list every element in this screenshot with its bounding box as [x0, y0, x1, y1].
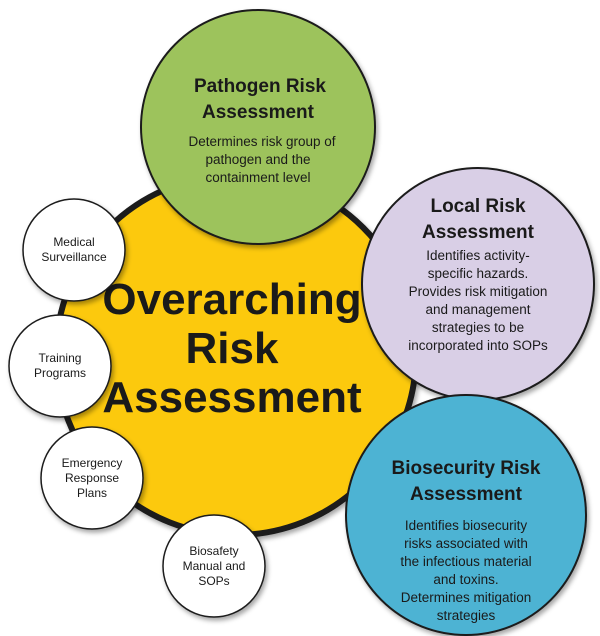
- medical-line-2: Surveillance: [41, 250, 107, 264]
- local-body: Identifies activity- specific hazards. P…: [408, 248, 548, 353]
- center-line-3: Assessment: [102, 373, 362, 422]
- bio-body-1: Identifies biosecurity: [405, 518, 528, 533]
- emergency-line-3: Plans: [77, 486, 107, 500]
- pathogen-body-1: Determines risk group of: [188, 134, 335, 149]
- emergency-line-2: Response: [65, 471, 119, 485]
- local-body-3: Provides risk mitigation: [409, 284, 548, 299]
- training-line-2: Programs: [34, 366, 86, 380]
- biosecurity-risk-assessment-circle: Biosecurity Risk Assessment Identifies b…: [345, 394, 587, 636]
- training-line-1: Training: [39, 351, 82, 365]
- biosafety-line-2: Manual and: [183, 559, 246, 573]
- bio-body-3: the infectious material: [400, 554, 531, 569]
- pathogen-body-2: pathogen and the: [205, 152, 310, 167]
- local-body-2: specific hazards.: [428, 266, 529, 281]
- bio-body-5: Determines mitigation: [401, 590, 532, 605]
- biosafety-manual-circle: Biosafety Manual and SOPs: [162, 514, 266, 618]
- bio-body-4: and toxins.: [433, 572, 498, 587]
- bio-title-2: Assessment: [410, 484, 523, 505]
- training-programs-circle: Training Programs: [8, 314, 112, 418]
- pathogen-title-2: Assessment: [202, 102, 315, 123]
- local-title-1: Local Risk: [430, 196, 525, 217]
- local-title-2: Assessment: [422, 222, 535, 243]
- bio-body-6: strategies: [437, 608, 496, 623]
- center-line-1: Overarching: [102, 275, 361, 324]
- pathogen-body-3: containment level: [205, 170, 310, 185]
- center-line-2: Risk: [186, 324, 279, 373]
- local-body-5: strategies to be: [432, 320, 524, 335]
- bio-body-2: risks associated with: [404, 536, 528, 551]
- medical-surveillance-circle: Medical Surveillance: [22, 198, 126, 302]
- local-body-4: and management: [425, 302, 530, 317]
- bio-title-1: Biosecurity Risk: [392, 458, 541, 479]
- pathogen-risk-assessment-circle: Pathogen Risk Assessment Determines risk…: [140, 9, 376, 245]
- local-risk-assessment-circle: Local Risk Assessment Identifies activit…: [361, 167, 595, 401]
- overarching-risk-assessment-circle: Overarching Risk Assessment: [53, 172, 419, 538]
- medical-line-1: Medical: [53, 235, 94, 249]
- pathogen-title-1: Pathogen Risk: [194, 76, 326, 97]
- emergency-line-1: Emergency: [62, 456, 123, 470]
- biosafety-line-3: SOPs: [198, 574, 229, 588]
- local-body-6: incorporated into SOPs: [408, 338, 548, 353]
- emergency-response-plans-circle: Emergency Response Plans: [40, 426, 144, 530]
- local-body-1: Identifies activity-: [426, 248, 530, 263]
- biosafety-line-1: Biosafety: [189, 544, 238, 558]
